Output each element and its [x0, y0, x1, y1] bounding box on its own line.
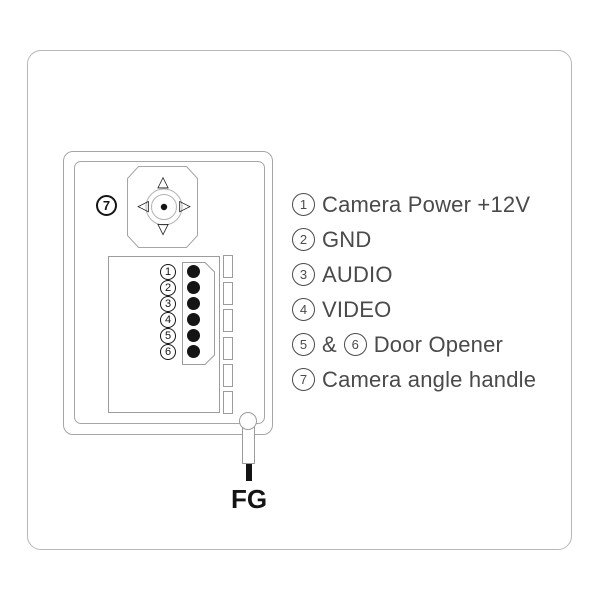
- pin-contact-dot: [187, 345, 200, 358]
- legend-row: 4 VIDEO: [292, 292, 536, 327]
- legend-row: 5 & 6 Door Opener: [292, 327, 536, 362]
- legend-label: GND: [322, 226, 372, 252]
- legend-label: AUDIO: [322, 261, 393, 287]
- pin-number-badge: 3: [160, 296, 176, 312]
- cable-slot: [223, 364, 233, 387]
- pin-contact-dot: [187, 265, 200, 278]
- fg-wire: [246, 464, 252, 481]
- pin-contact-dot: [187, 313, 200, 326]
- legend-row: 1 Camera Power +12V: [292, 187, 536, 222]
- arrow-down-icon: ▽: [157, 219, 169, 238]
- legend-number-badge: 3: [292, 263, 315, 286]
- arrow-left-icon: ◁: [137, 196, 149, 215]
- legend-row: 7 Camera angle handle: [292, 362, 536, 397]
- device-outer-frame: [63, 151, 273, 435]
- cable-slot: [223, 282, 233, 305]
- pin-number-badge: 6: [160, 344, 176, 360]
- legend-label: Camera Power +12V: [322, 191, 531, 217]
- arrow-right-icon: ▷: [179, 196, 191, 215]
- legend-joiner: &: [322, 331, 337, 357]
- fg-screw: [239, 412, 257, 430]
- legend-number-badge: 1: [292, 193, 315, 216]
- joystick-base-icon: [127, 166, 198, 248]
- legend-row: 3 AUDIO: [292, 257, 536, 292]
- page-border: [27, 50, 572, 550]
- pin-number-badge: 2: [160, 280, 176, 296]
- pin-contact-dot: [187, 329, 200, 342]
- legend-label: Door Opener: [373, 331, 504, 357]
- legend-number-badge: 2: [292, 228, 315, 251]
- legend-label: Camera angle handle: [322, 366, 537, 392]
- pin-number-badge: 5: [160, 328, 176, 344]
- legend-number-badge: 6: [343, 333, 367, 356]
- fg-stem: [242, 424, 255, 464]
- legend-number-badge: 4: [292, 298, 315, 321]
- pin-number-badge: 1: [160, 264, 176, 280]
- legend-number-badge: 5: [292, 333, 315, 356]
- terminal-panel: [108, 256, 220, 413]
- device-inner-frame: [74, 161, 265, 424]
- handle-number-badge: 7: [96, 195, 117, 216]
- legend-number-badge: 7: [292, 368, 315, 391]
- legend-label: VIDEO: [322, 296, 392, 322]
- fg-label: FG: [230, 484, 268, 514]
- legend-row: 2 GND: [292, 222, 536, 257]
- cable-slot: [223, 255, 233, 278]
- cable-slot: [223, 391, 233, 414]
- pin-contact-dot: [187, 297, 200, 310]
- cable-slot: [223, 309, 233, 332]
- camera-angle-handle: △ ▽ ◁ ▷: [127, 166, 198, 248]
- cable-slot: [223, 337, 233, 360]
- arrow-up-icon: △: [157, 172, 169, 191]
- pin-contact-dot: [187, 281, 200, 294]
- pin-number-badge: 4: [160, 312, 176, 328]
- legend: 1 Camera Power +12V 2 GND 3 AUDIO 4 VIDE…: [292, 187, 536, 397]
